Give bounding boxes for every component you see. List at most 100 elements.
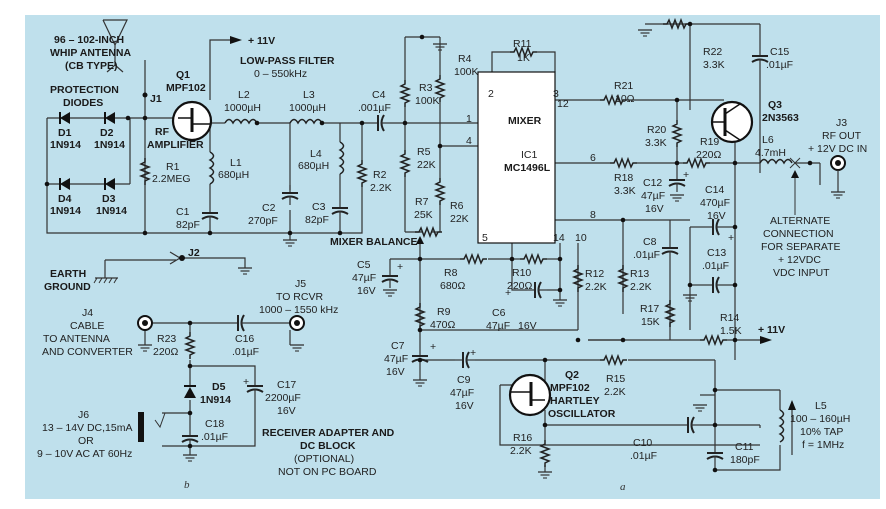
svg-text:+: + [505,287,511,299]
junction-dots [44,21,813,473]
resistor-r17-icon [665,299,675,328]
r23-value: 220Ω [153,346,179,358]
c14-voltage: 16V [707,210,726,222]
r22-value: 3.3K [703,59,725,71]
filter-title: LOW-PASS FILTER [240,55,335,67]
q1-role: AMPLIFIER [147,139,204,151]
j5-ref: J5 [295,278,306,290]
alternate-label: FOR SEPARATE [761,241,841,253]
c12-value: 47µF [641,190,665,202]
d4-ref: D4 [58,193,72,205]
filter-range: 0 – 550kHz [254,68,307,80]
c16-value: .01µF [232,346,259,358]
power-jack-j6-icon[interactable] [138,412,166,442]
r14-ref: R14 [720,312,739,324]
j5-label: TO RCVR [276,291,323,303]
l6-ref: L6 [762,134,774,146]
ic-pin-2: 2 [488,88,494,100]
j5-range: 1000 – 1550 kHz [259,304,338,316]
ic-pin-10: 10 [575,232,587,244]
adapter-label: NOT ON PC BOARD [278,466,377,478]
inductor-l4-icon [339,141,345,175]
l5-freq: f = 1MHz [802,439,844,451]
protection-label: DIODES [63,97,103,109]
c1-ref: C1 [176,206,190,218]
c17-value: 2200µF [265,392,301,404]
r15-ref: R15 [606,373,625,385]
resistor-r10-icon [519,254,548,264]
q2-part: MPF102 [550,382,590,394]
schematic-panel [25,15,880,499]
r19-ref: R19 [700,136,719,148]
l6-value: 4.7mH [755,147,786,159]
ic1-mixer-chip [477,71,556,244]
supply-label-top: + 11V [248,35,275,47]
ic1-ref: IC1 [521,149,538,161]
l5-ref: L5 [815,400,827,412]
pot-wiper-icon [416,236,424,244]
alternate-label: + 12VDC [778,254,821,266]
ic-pin-12: 12 [557,98,569,110]
jack-j3-icon[interactable] [830,155,846,171]
c5-voltage: 16V [357,285,376,297]
r4-value: 100K [454,66,479,78]
c3-value: 82pF [305,214,329,226]
q2-role: OSCILLATOR [548,408,616,420]
j4-label: TO ANTENNA [43,333,110,345]
l2-value: 1000µH [224,102,261,114]
r15-value: 2.2K [604,386,626,398]
svg-text:+: + [430,341,436,353]
adapter-label: DC BLOCK [300,440,356,452]
q1-part: MPF102 [166,82,206,94]
resistor-r15-icon [599,355,628,365]
supply-label-right: + 11V [758,324,785,336]
resistor-r14-icon [699,335,728,345]
r8-value: 680Ω [440,280,466,292]
section-mark-b: b [184,479,190,491]
diode-d5-icon [184,385,196,398]
c16-ref: C16 [235,333,254,345]
c4-ref: C4 [372,89,386,101]
c2-ref: C2 [262,202,276,214]
jfet-q2-icon [508,373,552,417]
ground-icon [692,404,708,412]
q3-part: 2N3563 [762,112,799,124]
resistor-r1-icon [140,157,150,186]
j1-label: J1 [150,93,162,105]
c7-value: 47µF [384,353,408,365]
capacitor-c2-icon [281,184,299,206]
j4-label: CABLE [70,320,104,332]
jack-j4-icon[interactable] [137,315,153,331]
jack-j5-icon[interactable] [289,315,305,331]
ic1-label: MIXER [508,115,542,127]
svg-text:+: + [397,261,403,273]
jack-j2-icon[interactable] [169,251,185,265]
earth-ground-label: EARTH [50,268,86,280]
c9-ref: C9 [457,374,471,386]
antenna-label: 96 – 102-INCH [54,34,124,46]
earth-ground-label: GROUND [44,281,91,293]
r14-value: 1.5K [720,325,742,337]
r6-value: 22K [450,213,469,225]
protection-label: PROTECTION [50,84,119,96]
labels: 96 – 102-INCH WHIP ANTENNA (CB TYPE) J1 … [37,34,867,493]
capacitor-c16-icon [229,314,251,332]
antenna-label: WHIP ANTENNA [50,47,132,59]
section-mark-a: a [620,481,626,493]
l1-ref: L1 [230,157,242,169]
ground-icon [669,194,685,202]
c8-ref: C8 [643,236,657,248]
c7-voltage: 16V [386,366,405,378]
c11-value: 180pF [730,454,760,466]
j3-label: RF OUT [822,130,862,142]
resistor-r5-icon [400,149,410,178]
capacitor-c17-icon [246,377,264,399]
ic-pin-8: 8 [590,209,596,221]
d3-part: 1N914 [96,205,127,217]
r13-ref: R13 [630,268,649,280]
c10-value: .01µF [630,450,657,462]
j6-label: OR [78,435,94,447]
ground-icon [289,344,305,352]
r10-value: 220Ω [507,280,533,292]
